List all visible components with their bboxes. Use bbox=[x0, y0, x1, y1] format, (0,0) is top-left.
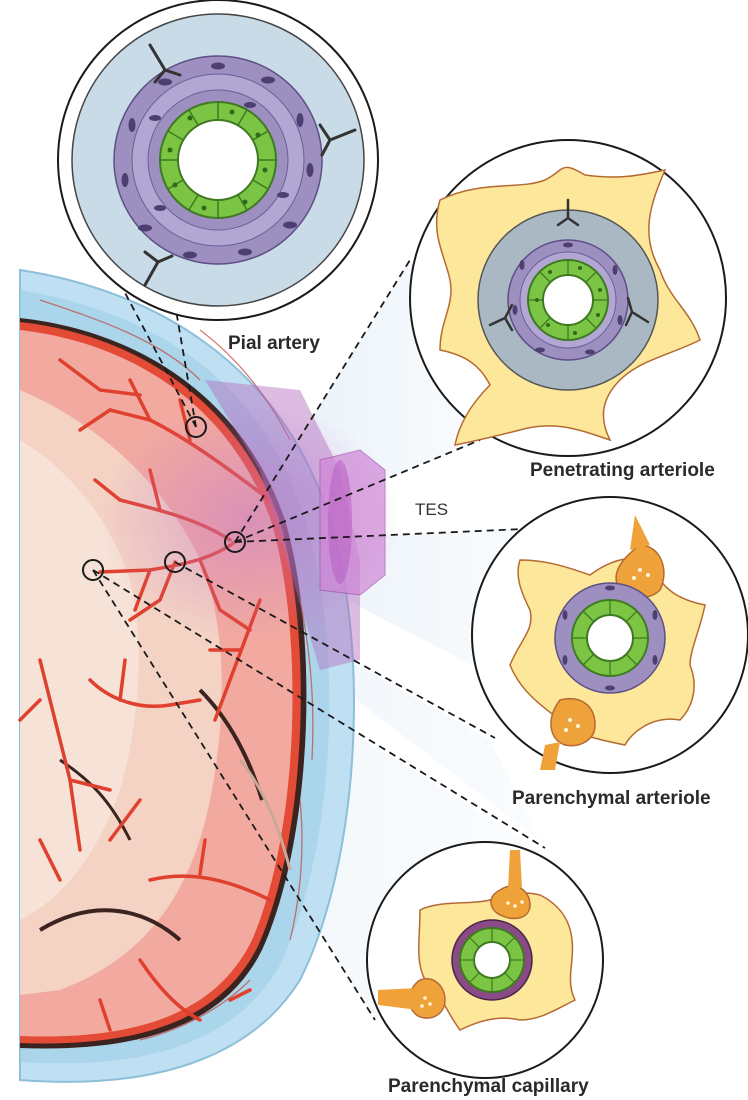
brain-section bbox=[20, 270, 354, 1082]
inset-penetrating-arteriole bbox=[410, 140, 726, 456]
inset-parenchymal-capillary bbox=[367, 842, 603, 1078]
endothelium-ring bbox=[160, 102, 276, 218]
inset-pial-artery bbox=[58, 0, 378, 320]
label-parenchymal-arteriole: Parenchymal arteriole bbox=[512, 788, 711, 810]
label-tes: TES bbox=[415, 500, 448, 520]
label-pial-artery: Pial artery bbox=[228, 333, 320, 355]
inset-parenchymal-arteriole bbox=[472, 497, 748, 773]
label-penetrating-arteriole: Penetrating arteriole bbox=[530, 460, 715, 482]
label-parenchymal-capillary: Parenchymal capillary bbox=[388, 1076, 589, 1098]
